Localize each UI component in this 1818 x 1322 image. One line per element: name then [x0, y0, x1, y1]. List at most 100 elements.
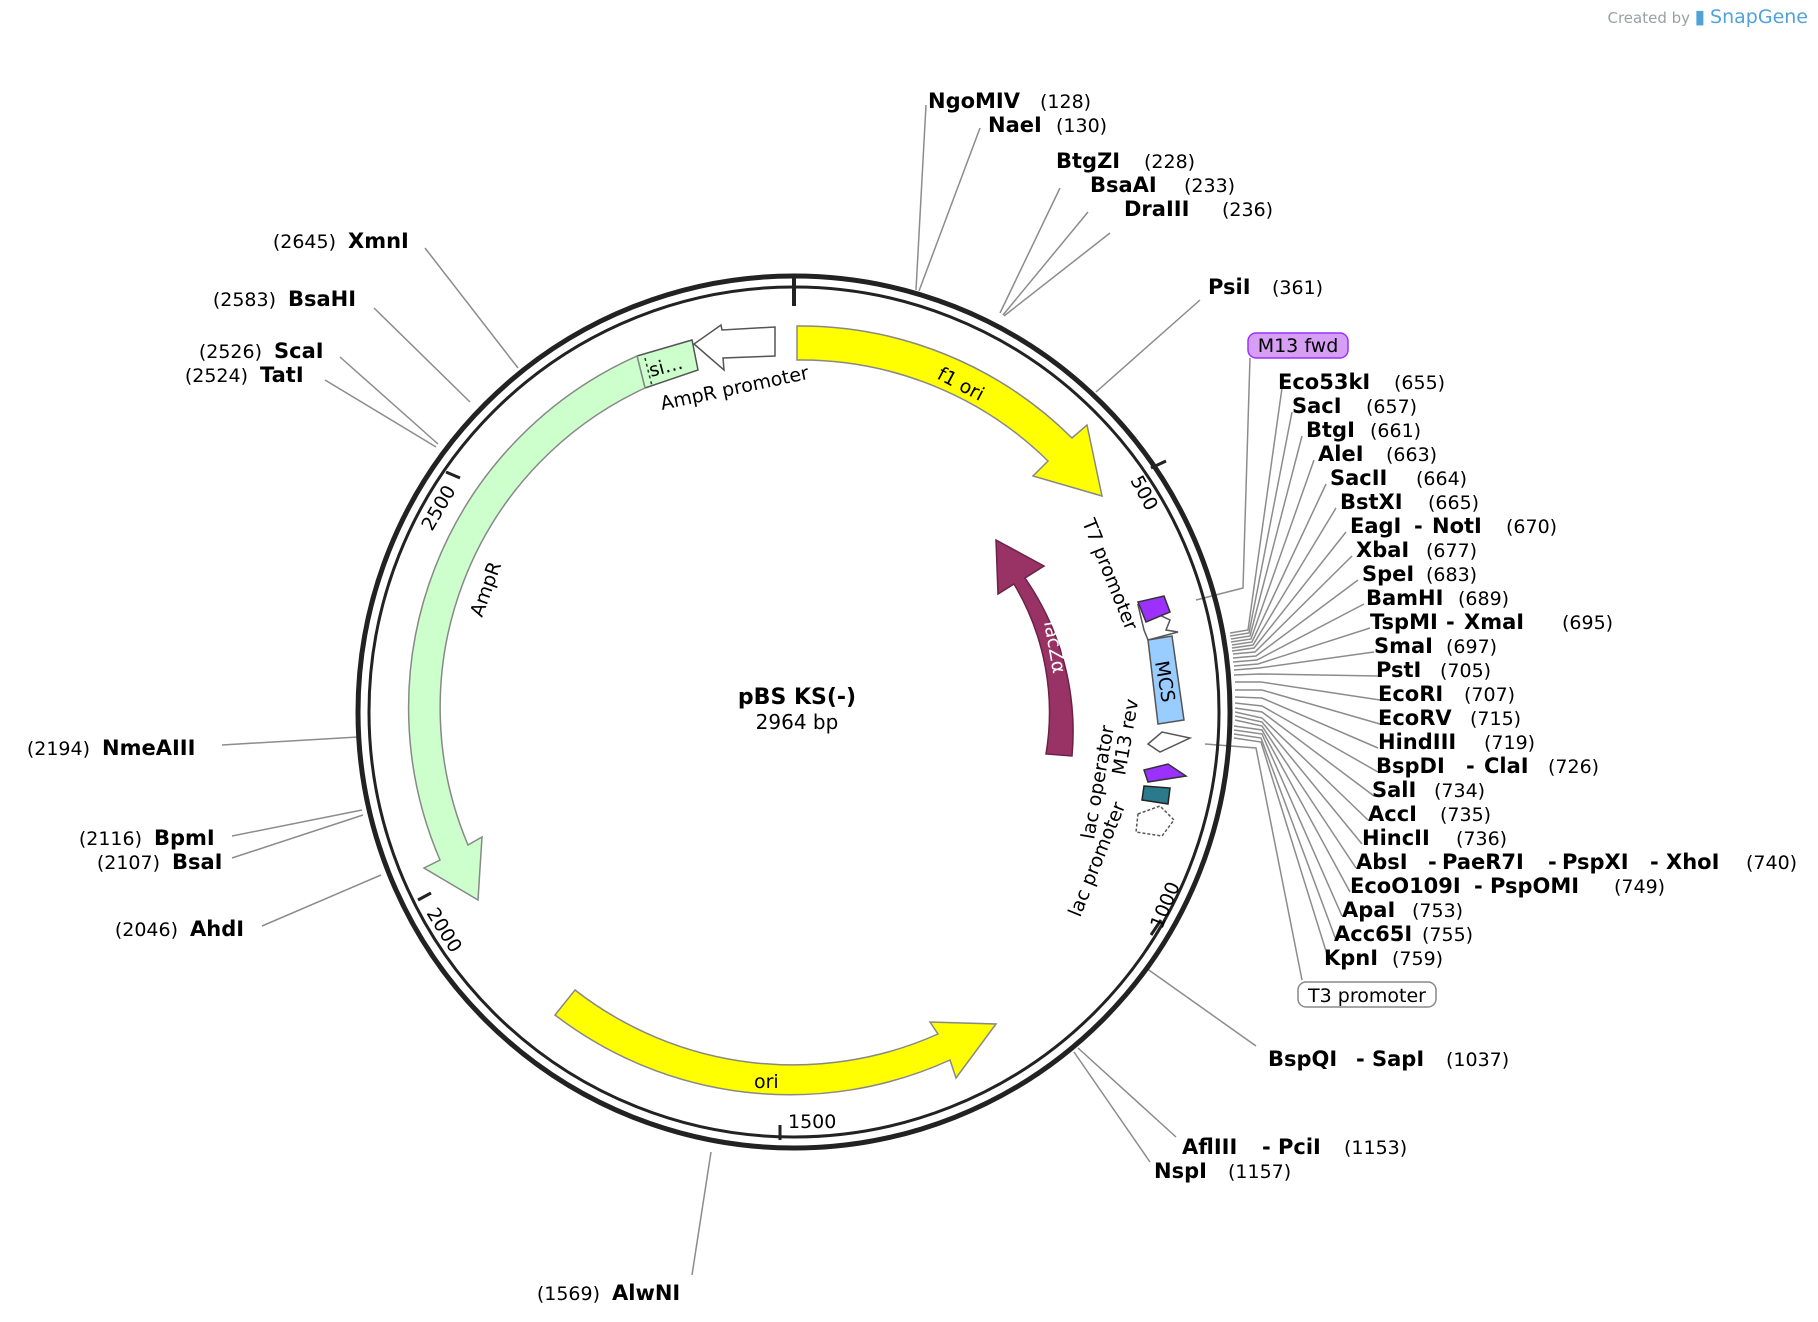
site-bsahi[interactable]: (2583)BsaHI [213, 287, 356, 311]
feature-lacz-alpha[interactable]: lacZα [995, 538, 1074, 757]
site-pos: (740) [1746, 852, 1797, 874]
site-name-2: PaeR7I [1442, 850, 1524, 874]
site-name: SacI [1292, 394, 1342, 418]
site-ecorv[interactable]: EcoRV(715) [1378, 706, 1521, 730]
site-pos: (2526) [199, 341, 262, 363]
enzyme-labels-top: NgoMIV (128) NaeI(130) BtgZI(228) BsaAI(2… [928, 89, 1323, 299]
site-pos: (663) [1386, 444, 1437, 466]
site-naei[interactable]: NaeI(130) [988, 113, 1107, 137]
site-alei[interactable]: AleI (663) [1318, 442, 1437, 466]
site-psii[interactable]: PsiI(361) [1208, 275, 1323, 299]
site-name: Eco53kI [1278, 370, 1370, 394]
site-name: PstI [1376, 658, 1421, 682]
site-name: SacII [1330, 466, 1387, 490]
site-pos: (670) [1506, 516, 1557, 538]
site-sacii[interactable]: SacII (664) [1330, 466, 1467, 490]
site-btgi[interactable]: BtgI(661) [1306, 418, 1421, 442]
site-pos: (1153) [1344, 1137, 1407, 1159]
site-spei[interactable]: SpeI (683) [1362, 562, 1477, 586]
site-pos: (734) [1434, 780, 1485, 802]
primer-m13-fwd[interactable]: M13 fwd [1247, 332, 1349, 359]
feature-t7-promoter[interactable]: T7 promoter [1077, 515, 1179, 641]
site-eco53ki[interactable]: Eco53kI(655) [1278, 370, 1445, 394]
primer-t3-promoter[interactable]: T3 promoter [1297, 981, 1437, 1008]
site-name: EcoRI [1378, 682, 1443, 706]
site-apai[interactable]: ApaI(753) [1342, 898, 1463, 922]
site-hindiii[interactable]: HindIII(719) [1378, 730, 1535, 754]
site-acci[interactable]: AccI(735) [1368, 802, 1491, 826]
site-scai[interactable]: (2526)ScaI [199, 339, 324, 363]
watermark: Created by ▮ SnapGene [1607, 6, 1808, 28]
site-pos: (2645) [273, 231, 336, 253]
site-name: SpeI [1362, 562, 1414, 586]
site-name: SalI [1372, 778, 1416, 802]
site-xbai[interactable]: XbaI(677) [1356, 538, 1477, 562]
feature-ampr[interactable]: AmpR [407, 354, 646, 902]
site-name: SmaI [1374, 634, 1433, 658]
site-name: AleI [1318, 442, 1364, 466]
site-hincii[interactable]: HincII(736) [1362, 826, 1507, 850]
site-psti[interactable]: PstI (705) [1376, 658, 1491, 682]
site-ahdi[interactable]: (2046)AhdI [115, 917, 244, 941]
site-bpmi[interactable]: (2116)BpmI [79, 826, 215, 850]
site-pos: (236) [1222, 199, 1273, 221]
site-name: TspMI [1370, 610, 1438, 634]
plasmid-title: pBS KS(-) 2964 bp [738, 685, 856, 734]
site-tspmi-xmai[interactable]: TspMI-XmaI(695) [1370, 610, 1613, 634]
site-name: XmnI [348, 229, 409, 253]
site-pos: (755) [1422, 924, 1473, 946]
site-name: BsaHI [288, 287, 356, 311]
site-eco0109i-pspomi[interactable]: EcoO109I-PspOMI(749) [1350, 874, 1665, 898]
site-smai[interactable]: SmaI (697) [1374, 634, 1497, 658]
site-ecori[interactable]: EcoRI(707) [1378, 682, 1515, 706]
enzyme-labels-left: (2645) XmnI (2583)BsaHI (2526)ScaI (2524)… [27, 229, 680, 1305]
site-pos: (677) [1426, 540, 1477, 562]
site-kpni[interactable]: KpnI(759) [1324, 946, 1443, 970]
feature-f1-ori[interactable]: f1 ori [796, 325, 1103, 498]
snapgene-logo-icon: ▮ [1694, 6, 1706, 28]
site-bsai[interactable]: (2107)BsaI [97, 850, 223, 874]
site-pos: (128) [1040, 91, 1091, 113]
site-sep: - [1428, 850, 1437, 874]
feature-mcs[interactable]: MCS [1147, 635, 1185, 725]
site-eagi-noti[interactable]: EagI-NotI(670) [1350, 514, 1557, 538]
site-nspi[interactable]: NspI(1157) [1154, 1159, 1291, 1183]
site-sali[interactable]: SalI (734) [1372, 778, 1485, 802]
site-pos: (726) [1548, 756, 1599, 778]
feature-label-t7-promoter: T7 promoter [1077, 515, 1142, 634]
site-tati[interactable]: (2524)TatI [185, 363, 304, 387]
site-xmni[interactable]: (2645) XmnI [273, 229, 409, 253]
site-afliii-pcii[interactable]: AflIII-PciI(1153) [1182, 1135, 1407, 1159]
site-name-4: XhoI [1666, 850, 1719, 874]
site-btgzi[interactable]: BtgZI(228) [1056, 149, 1195, 173]
site-name: Acc65I [1334, 922, 1412, 946]
feature-label-lacz-alpha: lacZα [1039, 619, 1070, 675]
site-alwni[interactable]: (1569)AlwNI [537, 1281, 680, 1305]
site-pos: (697) [1446, 636, 1497, 658]
site-name: NaeI [988, 113, 1042, 137]
site-name: NspI [1154, 1159, 1207, 1183]
site-nmeaiii[interactable]: (2194)NmeAIII [27, 736, 196, 760]
site-name-2: XmaI [1464, 610, 1524, 634]
site-acc65i[interactable]: Acc65I (755) [1334, 922, 1473, 946]
site-bspdi-clai[interactable]: BspDI-ClaI(726) [1376, 754, 1599, 778]
site-pos: (657) [1366, 396, 1417, 418]
site-bstxi[interactable]: BstXI(665) [1340, 490, 1479, 514]
site-draiii[interactable]: DraIII(236) [1124, 197, 1273, 221]
site-bspqi-sapi[interactable]: BspQI-SapI(1037) [1268, 1047, 1509, 1071]
site-absi-paer7i-pspxi-xhoi[interactable]: AbsI-PaeR7I-PspXI-XhoI(740) [1356, 850, 1797, 874]
watermark-brand: SnapGene [1710, 6, 1808, 28]
site-name: NmeAIII [102, 736, 195, 760]
site-bsaai[interactable]: BsaAI(233) [1090, 173, 1235, 197]
site-pos: (705) [1440, 660, 1491, 682]
site-bamhi[interactable]: BamHI(689) [1366, 586, 1509, 610]
site-saci[interactable]: SacI (657) [1292, 394, 1417, 418]
site-pos: (719) [1484, 732, 1535, 754]
site-pos: (689) [1458, 588, 1509, 610]
feature-signal-sequence[interactable]: si… [636, 339, 699, 389]
site-pos: (683) [1426, 564, 1477, 586]
site-ngomiv[interactable]: NgoMIV (128) [928, 89, 1091, 113]
site-name: NgoMIV [928, 89, 1021, 113]
feature-ori[interactable]: ori [553, 988, 998, 1096]
site-pos: (664) [1416, 468, 1467, 490]
